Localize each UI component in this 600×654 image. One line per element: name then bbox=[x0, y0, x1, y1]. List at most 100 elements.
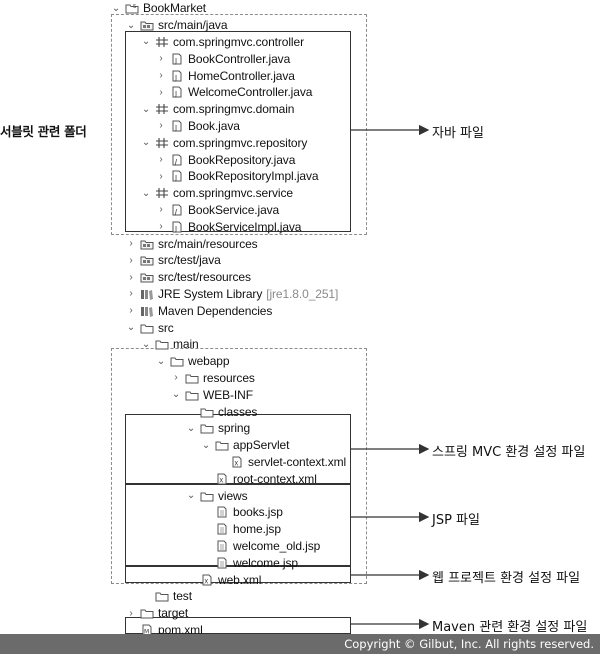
tree-item[interactable]: ⌄com.springmvc.repository bbox=[141, 134, 308, 151]
chevron-right-icon[interactable]: › bbox=[159, 170, 163, 182]
chevron-down-icon[interactable]: ⌄ bbox=[201, 439, 211, 451]
tree-item[interactable]: › src/test/java bbox=[126, 252, 221, 269]
tree-item-label: BookService.java bbox=[188, 202, 280, 217]
chevron-right-icon[interactable]: › bbox=[129, 271, 133, 283]
tree-item[interactable]: ⌄webapp bbox=[156, 353, 230, 370]
servlet-folder-dashed-box bbox=[111, 14, 367, 235]
tree-item-label: views bbox=[218, 488, 248, 503]
tree-item[interactable]: › J HomeController.java bbox=[156, 67, 295, 84]
tree-item-label: resources bbox=[203, 370, 255, 385]
tree-item-label: root-context.xml bbox=[233, 471, 317, 486]
tree-item[interactable]: ⌄spring bbox=[186, 420, 250, 437]
file-icon bbox=[215, 506, 229, 518]
tree-item[interactable]: ⌄com.springmvc.domain bbox=[141, 101, 295, 118]
tree-item[interactable]: welcome.jsp bbox=[201, 554, 298, 571]
jsp-files-label: JSP 파일 bbox=[432, 513, 480, 528]
folder-icon bbox=[155, 590, 169, 602]
chevron-right-icon[interactable]: › bbox=[129, 254, 133, 266]
chevron-down-icon[interactable]: ⌄ bbox=[171, 389, 181, 401]
chevron-down-icon[interactable]: ⌄ bbox=[141, 338, 151, 350]
chevron-right-icon[interactable]: › bbox=[129, 607, 133, 619]
tree-item[interactable]: ⌄com.springmvc.controller bbox=[141, 34, 304, 51]
tree-item[interactable]: ⌄src/main/java bbox=[126, 17, 228, 34]
tree-item-label: src/test/java bbox=[158, 253, 221, 268]
java-file-icon: J bbox=[170, 70, 184, 82]
tree-item-label: servlet-context.xml bbox=[248, 454, 347, 469]
chevron-down-icon[interactable]: ⌄ bbox=[186, 422, 196, 434]
chevron-down-icon[interactable]: ⌄ bbox=[126, 19, 136, 31]
chevron-right-icon[interactable]: › bbox=[159, 120, 163, 132]
chevron-right-icon[interactable]: › bbox=[159, 53, 163, 65]
svg-text:J: J bbox=[174, 124, 177, 132]
tree-item[interactable]: ⌄main bbox=[141, 336, 199, 353]
tree-item[interactable]: ⌄ com.springmvc.service bbox=[141, 185, 293, 202]
chevron-down-icon[interactable]: ⌄ bbox=[156, 355, 166, 367]
maven-config-label: Maven 관련 환경 설정 파일 bbox=[432, 620, 588, 635]
tree-item[interactable]: test bbox=[141, 588, 192, 605]
java-file-icon: J bbox=[170, 120, 184, 132]
chevron-right-icon[interactable]: › bbox=[129, 288, 133, 300]
tree-item[interactable]: classes bbox=[186, 403, 257, 420]
chevron-right-icon[interactable]: › bbox=[159, 221, 163, 233]
tree-item-label: Book.java bbox=[188, 118, 240, 133]
chevron-right-icon[interactable]: › bbox=[129, 238, 133, 250]
tree-item[interactable]: ⌄src bbox=[126, 319, 174, 336]
tree-item[interactable]: ›target bbox=[126, 605, 188, 622]
tree-item[interactable]: welcome_old.jsp bbox=[201, 538, 320, 555]
chevron-down-icon[interactable]: ⌄ bbox=[141, 137, 151, 149]
chevron-right-icon[interactable]: › bbox=[159, 86, 163, 98]
tree-item-label: BookMarket bbox=[143, 1, 207, 16]
webapp-dashed-box bbox=[111, 348, 367, 584]
tree-item[interactable]: ›JRE System Library[jre1.8.0_251] bbox=[126, 286, 338, 303]
java-files-label: 자바 파일 bbox=[432, 126, 484, 141]
source-folder-icon bbox=[140, 254, 154, 266]
tree-item-label: JRE System Library bbox=[158, 286, 263, 301]
chevron-down-icon[interactable]: ⌄ bbox=[141, 36, 151, 48]
chevron-right-icon[interactable]: › bbox=[159, 204, 163, 216]
chevron-down-icon[interactable]: ⌄ bbox=[186, 490, 196, 502]
tree-item[interactable]: ›Maven Dependencies bbox=[126, 302, 272, 319]
package-icon bbox=[155, 187, 169, 199]
tree-item[interactable]: ⌄WEB-INF bbox=[171, 386, 253, 403]
svg-text:X: X bbox=[234, 460, 238, 467]
tree-item[interactable]: ›src/test/resources bbox=[126, 269, 251, 286]
file-icon bbox=[215, 557, 229, 569]
tree-item-label: com.springmvc.service bbox=[173, 186, 293, 201]
tree-item-label: welcome.jsp bbox=[233, 555, 298, 570]
svg-text:J: J bbox=[174, 174, 177, 182]
package-icon bbox=[155, 137, 169, 149]
chevron-down-icon[interactable]: ⌄ bbox=[126, 322, 136, 334]
chevron-right-icon[interactable]: › bbox=[129, 305, 133, 317]
tree-item-label: HomeController.java bbox=[188, 68, 295, 83]
tree-item-label: WelcomeController.java bbox=[188, 85, 313, 100]
tree-item[interactable]: ⌄ views bbox=[186, 487, 248, 504]
chevron-down-icon[interactable]: ⌄ bbox=[141, 187, 151, 199]
tree-item[interactable]: › resources bbox=[171, 370, 255, 387]
tree-item[interactable]: home.jsp bbox=[201, 521, 281, 538]
chevron-right-icon[interactable]: › bbox=[159, 154, 163, 166]
chevron-right-icon[interactable]: › bbox=[174, 372, 178, 384]
xml-file-icon: X bbox=[230, 456, 244, 468]
chevron-right-icon[interactable]: › bbox=[159, 70, 163, 82]
chevron-down-icon[interactable]: ⌄ bbox=[111, 2, 121, 14]
servlet-folder-label: 서블릿 관련 폴더 bbox=[0, 124, 87, 139]
tree-item[interactable]: › J Book.java bbox=[156, 118, 240, 135]
tree-item[interactable]: ⌄appServlet bbox=[201, 437, 290, 454]
java-files-box bbox=[125, 31, 351, 232]
source-folder-icon bbox=[140, 271, 154, 283]
tree-item[interactable]: books.jsp bbox=[201, 504, 283, 521]
tree-item[interactable]: ›src/main/resources bbox=[126, 235, 257, 252]
chevron-down-icon[interactable]: ⌄ bbox=[141, 103, 151, 115]
